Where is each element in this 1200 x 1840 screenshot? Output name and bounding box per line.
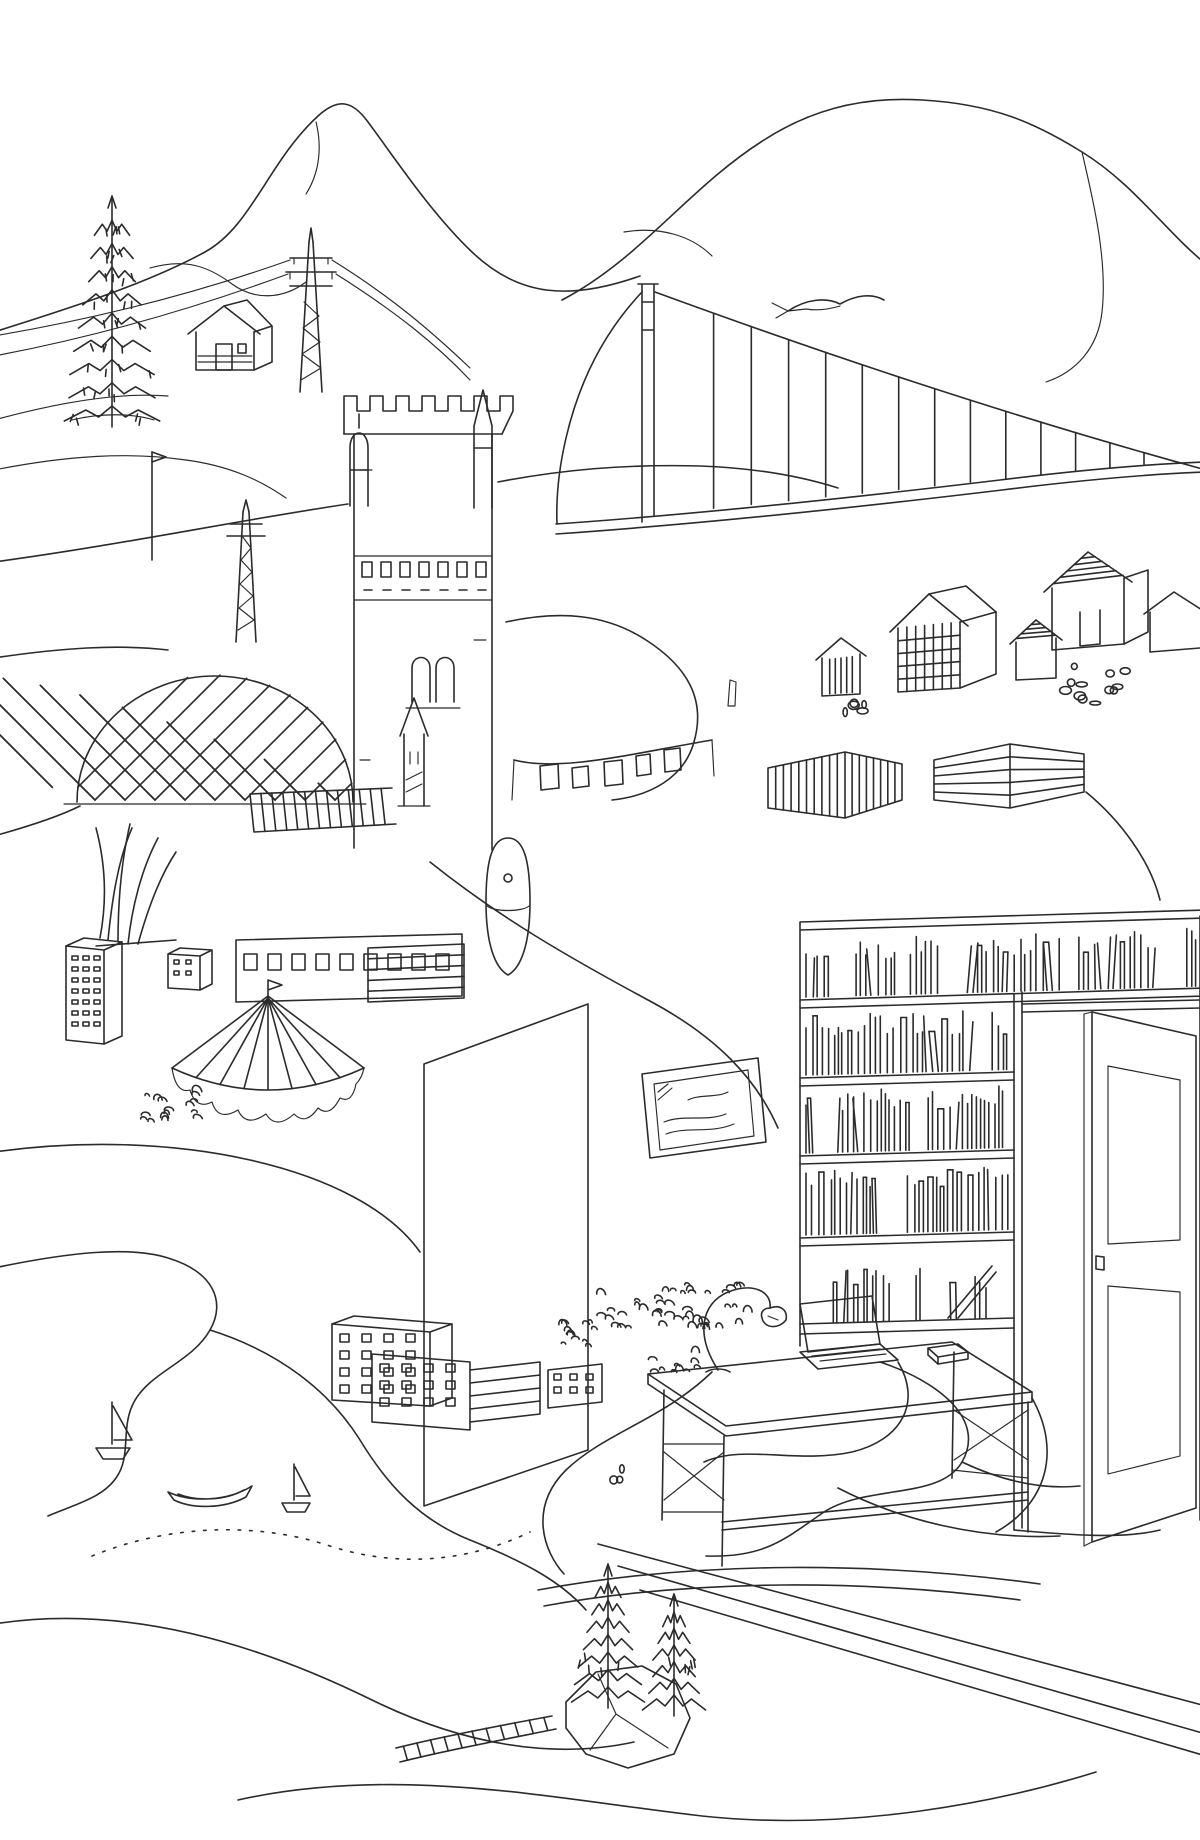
large-pine-tree	[63, 195, 161, 428]
garment	[635, 753, 652, 777]
slatted-deck	[249, 787, 397, 833]
power-line	[331, 259, 471, 369]
flag-pole	[151, 451, 167, 561]
flying-bird	[771, 295, 885, 319]
power-line	[0, 259, 291, 336]
scattered-stones	[608, 662, 1131, 1485]
tangled-cables	[542, 1361, 1081, 1575]
mountain-ridges	[0, 98, 1200, 499]
tall-reeds	[95, 823, 177, 947]
plumb-capsule	[485, 837, 531, 976]
garment	[663, 747, 682, 773]
suspension-bridge	[555, 283, 1200, 535]
terrain-contour-lines	[0, 464, 1200, 1822]
hut-door	[215, 343, 233, 371]
clothesline-laundry	[511, 739, 715, 801]
desk-items	[647, 1343, 969, 1374]
power-line	[335, 273, 471, 381]
sailboat	[95, 1401, 133, 1460]
pencil-obelisk	[473, 389, 493, 509]
laptop	[799, 1295, 899, 1370]
alpine-cabins	[727, 551, 1200, 707]
geodesic-dome	[0, 674, 367, 805]
garment	[539, 763, 560, 791]
power-line	[0, 273, 289, 356]
bridge-deck	[555, 471, 1200, 535]
transparent-prism-outline	[423, 1003, 589, 1507]
garment	[603, 759, 624, 787]
hut-window	[237, 343, 247, 354]
tent-skirt	[171, 1067, 365, 1123]
harbor-buildings	[331, 1315, 603, 1431]
bridge-main-cable	[654, 291, 1200, 470]
city-blocks-left	[65, 933, 465, 1045]
door-panel-lower	[1107, 1285, 1181, 1475]
scrub-bushes	[558, 1281, 753, 1348]
wall-bookshelf	[799, 909, 1200, 1531]
bridge-backstay	[556, 291, 643, 525]
open-door	[1083, 1011, 1197, 1547]
door-knob	[1095, 1255, 1105, 1271]
striped-warehouses	[767, 743, 1085, 819]
marker-post	[727, 679, 737, 707]
desk-lamp	[703, 1287, 788, 1373]
railway-track	[395, 1715, 557, 1763]
bridge-deck	[555, 461, 1200, 525]
rock-outcrop	[565, 1652, 697, 1769]
boats	[95, 1401, 311, 1513]
electricity-pylon-upper	[0, 227, 471, 393]
electricity-pylon-lower	[226, 499, 266, 643]
pine-trees-on-rock	[570, 1563, 707, 1717]
sailboat	[281, 1463, 311, 1513]
cabin-door	[1079, 609, 1101, 647]
castle-tower	[343, 395, 514, 851]
door-panel-upper	[1107, 1065, 1181, 1245]
wooden-hut	[187, 299, 273, 371]
floating-window-sketch	[641, 1057, 767, 1159]
small-box	[927, 1343, 969, 1365]
rowboat	[167, 1485, 253, 1508]
bridge-tower	[637, 283, 659, 523]
dotted-footpath	[91, 1528, 531, 1561]
garment	[571, 765, 590, 789]
tent-flag	[267, 979, 283, 997]
book-spines	[805, 927, 1197, 1323]
obelisk-finials	[349, 389, 493, 509]
generated-hatching-and-details	[71, 555, 1124, 1410]
circus-tent	[171, 979, 365, 1123]
trestle-desk	[647, 1341, 1033, 1567]
capsule-finial	[349, 413, 369, 507]
church-spire	[397, 697, 431, 807]
